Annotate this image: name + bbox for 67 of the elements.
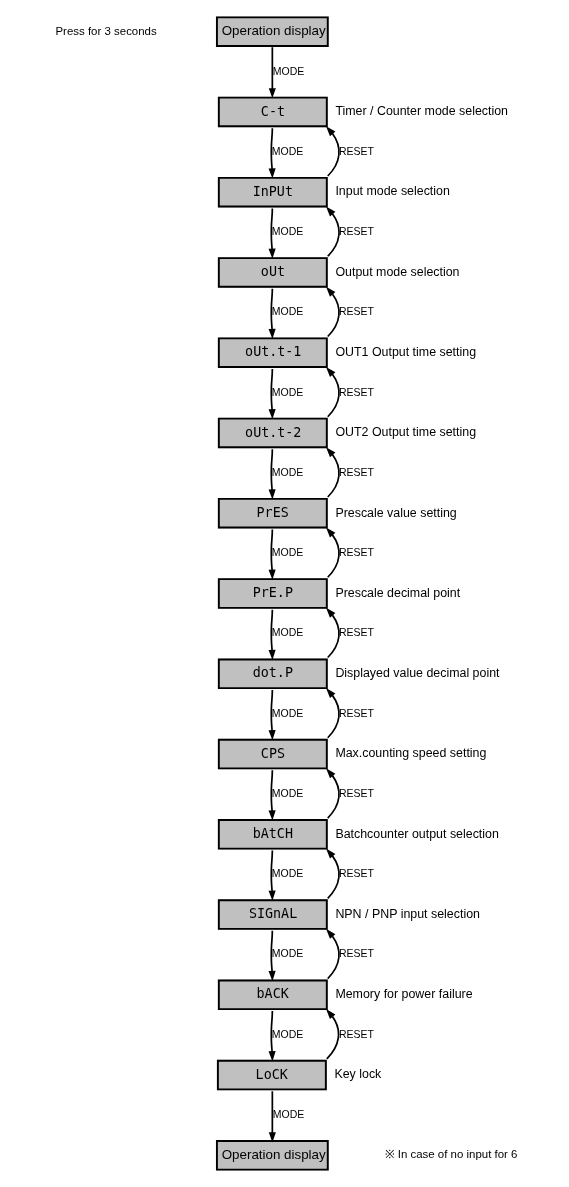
edge-label: MODE [271,546,303,559]
edge-label: MODE [271,1027,303,1040]
arrow [268,287,276,340]
arrow [268,448,276,500]
edge-label: RESET [338,225,374,238]
arrow [325,768,340,819]
node-label: OUT2 Output time setting [334,425,476,440]
arrow [268,689,276,741]
node-label: Key lock [333,1067,381,1082]
edge-label: MODE [272,1107,304,1120]
arrow [268,368,276,420]
edge-label: MODE [271,706,303,719]
arrow [325,848,340,900]
arrow [325,206,340,258]
node-label: Timer / Counter mode selection [334,104,508,119]
arrow [268,608,276,661]
edge-label: MODE [271,465,303,478]
arrow [268,1090,276,1143]
edge-label: RESET [338,867,374,880]
edge-label: MODE [271,626,303,639]
edge-label: RESET [338,786,374,799]
edge-label: MODE [271,225,303,238]
node-label: Prescale value setting [334,505,457,520]
arrow [268,46,276,99]
arrow [268,528,276,580]
arrow [268,207,276,259]
arrow [325,1009,339,1060]
edge-label: MODE [271,144,303,157]
edge-label: RESET [338,144,374,157]
edge-label: RESET [338,305,374,318]
edge-label: RESET [338,947,374,960]
node-label: Memory for power failure [334,987,473,1002]
node-label: Max.counting speed setting [334,746,486,761]
edge-label: MODE [271,947,303,960]
arrow [325,447,340,498]
edge-label: RESET [338,706,374,719]
edge-label: MODE [272,64,304,77]
node-label: OUT1 Output time setting [334,344,476,359]
arrow [325,367,340,418]
arrow [268,769,276,821]
arrow [325,527,340,579]
node-label: Batchcounter output selection [334,826,499,841]
arrow [268,849,276,901]
arrow [268,1010,276,1062]
node-label: NPN / PNP input selection [334,906,480,921]
label: ※ In case of no input for 6 [384,1148,517,1161]
edge-label: RESET [338,546,374,559]
edge-label: MODE [271,786,303,799]
edge-label: MODE [271,867,303,880]
edge-label: RESET [338,1027,374,1040]
edge-label: RESET [338,385,374,398]
arrow [325,928,340,980]
arrow [268,929,276,982]
edge-label: MODE [271,385,303,398]
edge-label: RESET [338,626,374,639]
node-label: Displayed value decimal point [334,666,500,680]
node-label: Prescale decimal point [334,585,460,600]
label: Press for 3 seconds [54,24,157,37]
arrow [325,286,340,338]
arrow [268,127,276,179]
node-label: Input mode selection [334,184,450,199]
edge-label: MODE [271,305,303,318]
edge-label: RESET [338,465,374,478]
arrow [325,688,340,739]
arrow [325,126,340,177]
node-label: Output mode selection [334,264,460,279]
arrow [325,607,340,659]
